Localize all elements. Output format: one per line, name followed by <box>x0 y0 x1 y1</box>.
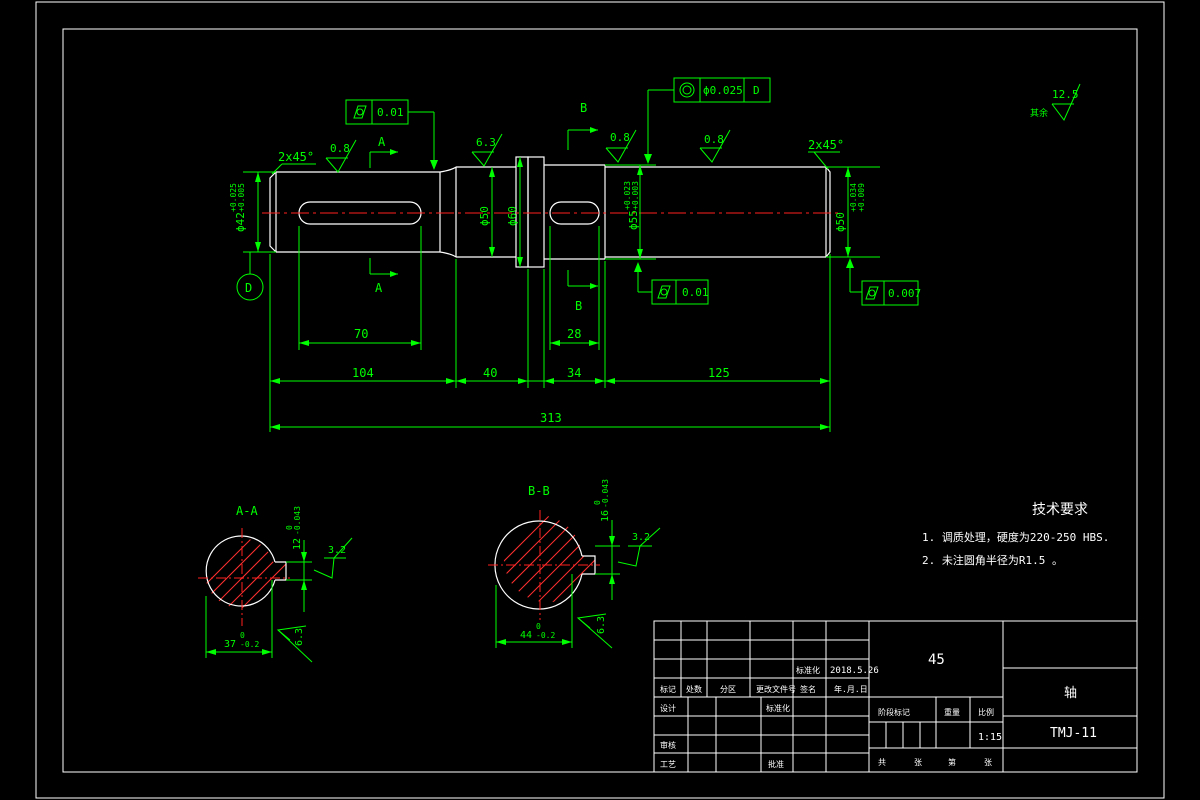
dim-seg4: 125 <box>708 366 730 380</box>
dia-left-tol-upper: +0.025 <box>229 183 238 212</box>
dia-right-label: ϕ50 <box>834 212 847 232</box>
section-bb-roughness-top: 3.2 <box>632 532 650 543</box>
dia-left-label: ϕ42 <box>234 212 247 232</box>
roughness-r4-label: 0.8 <box>704 133 724 146</box>
title-weight-label: 重量 <box>944 707 960 717</box>
section-bb-width-tol-lower: -0.043 <box>601 479 610 508</box>
section-aa-depth-tol-upper: 0 <box>240 631 245 640</box>
chamfer-left-label: 2x45° <box>278 150 314 164</box>
dimension-arrows <box>255 127 854 430</box>
title-stage-label: 阶段标记 <box>878 707 910 717</box>
title-std-label-2: 标准化 <box>766 703 790 713</box>
dia-left-tol-lower: +0.005 <box>237 183 246 212</box>
section-bb-depth-tol-lower: -0.2 <box>536 631 555 640</box>
section-bb-depth-tol-upper: 0 <box>536 622 541 631</box>
title-ratio-label: 比例 <box>978 707 994 717</box>
title-sign-label: 签名 <box>800 684 816 694</box>
tolerance-frame-3 <box>651 279 709 305</box>
tolerance-frame-3-value: 0.01 <box>682 286 709 299</box>
title-page2-label: 张 <box>984 758 992 767</box>
tolerance-frame-4-value: 0.007 <box>888 287 921 300</box>
dim-seg1: 104 <box>352 366 374 380</box>
roughness-overall-label: 其余 <box>1030 107 1048 119</box>
section-bb-width: 16 <box>600 510 611 522</box>
section-bb-roughness-bottom: 6.3 <box>596 616 607 634</box>
tolerance-frame-4 <box>861 280 919 306</box>
title-material: 45 <box>928 652 945 668</box>
tech-requirements: 技术要求 1. 调质处理，硬度为220-250 HBS. 2. 未注圆角半径为R… <box>922 502 1109 567</box>
title-std-label: 标准化 <box>796 665 820 675</box>
title-review-label: 审核 <box>660 740 676 750</box>
section-aa-depth: 37 <box>224 639 236 650</box>
title-block <box>653 620 1138 773</box>
title-block-text: 45 轴 TMJ-11 1:15 2018.5.26 年.月.日 标准化 标记 … <box>660 652 1097 769</box>
section-aa-width: 12 <box>292 538 303 550</box>
tolerance-frame-2-value: ϕ0.025 <box>703 84 743 97</box>
title-page-label: 第 <box>948 757 956 767</box>
dia-55-tol-lower: +0.003 <box>631 181 640 210</box>
section-bb-width-tol-upper: 0 <box>593 500 602 505</box>
section-aa-roughness-bottom: 6.3 <box>294 628 305 646</box>
title-date-label: 年.月.日 <box>834 684 868 694</box>
section-bb-title: B-B <box>528 484 550 498</box>
dimension-lines <box>236 83 1081 432</box>
drawing-border <box>35 1 1165 799</box>
dia-right-tol-upper: +0.034 <box>849 183 858 212</box>
dim-seg2: 40 <box>483 366 497 380</box>
dia-55-tol-upper: +0.023 <box>623 181 632 210</box>
dia-60-label: ϕ60 <box>506 206 519 226</box>
section-aa-width-tol-upper: 0 <box>285 525 294 530</box>
tolerance-frame-2 <box>673 77 771 103</box>
section-a-bottom-label: A <box>375 281 383 295</box>
section-b-bottom-label: B <box>575 299 582 313</box>
dim-key-a-length: 70 <box>354 327 368 341</box>
tolerance-frame-1 <box>345 99 409 125</box>
title-date: 2018.5.26 <box>830 666 879 676</box>
dia-55-label: ϕ55 <box>627 210 640 230</box>
dim-total: 313 <box>540 411 562 425</box>
title-count-label: 处数 <box>686 684 702 694</box>
title-drawing-no: TMJ-11 <box>1050 726 1097 741</box>
dia-right-tol-lower: +0.009 <box>857 183 866 212</box>
section-b-top-label: B <box>580 101 587 115</box>
title-part-name: 轴 <box>1064 686 1077 701</box>
section-aa-title: A-A <box>236 504 258 518</box>
section-a-top-label: A <box>378 135 386 149</box>
tolerance-frame-2-datum: D <box>753 84 760 97</box>
title-process-label: 工艺 <box>660 760 676 769</box>
section-bb-depth: 44 <box>520 630 532 641</box>
section-aa-width-tol-lower: -0.043 <box>293 506 302 535</box>
section-aa-roughness-top: 3.2 <box>328 545 346 556</box>
roughness-r3-label: 0.8 <box>610 131 630 144</box>
title-scale: 1:15 <box>978 732 1002 743</box>
dim-seg3: 34 <box>567 366 581 380</box>
tech-requirement-2: 2. 未注圆角半径为R1.5 。 <box>922 553 1063 567</box>
roughness-r2-label: 6.3 <box>476 136 496 149</box>
datum-d-label: D <box>245 281 252 295</box>
chamfer-right-label: 2x45° <box>808 138 844 152</box>
title-docno-label: 更改文件号 <box>756 684 796 694</box>
title-approve-label: 批准 <box>768 759 784 769</box>
roughness-overall-value: 12.5 <box>1052 88 1079 101</box>
tech-requirements-title: 技术要求 <box>1032 502 1088 518</box>
title-sheets-label: 共 <box>878 758 886 767</box>
title-design-label: 设计 <box>660 703 676 713</box>
title-zone-label: 分区 <box>720 685 736 694</box>
roughness-r1-label: 0.8 <box>330 142 350 155</box>
dim-key-b-length: 28 <box>567 327 581 341</box>
title-sheet-label: 张 <box>914 758 922 767</box>
section-aa-depth-tol-lower: -0.2 <box>240 640 259 649</box>
dia-50-label: ϕ50 <box>478 206 491 226</box>
tech-requirement-1: 1. 调质处理，硬度为220-250 HBS. <box>922 530 1109 544</box>
title-mark-label: 标记 <box>660 684 676 694</box>
tolerance-frame-1-value: 0.01 <box>377 106 404 119</box>
